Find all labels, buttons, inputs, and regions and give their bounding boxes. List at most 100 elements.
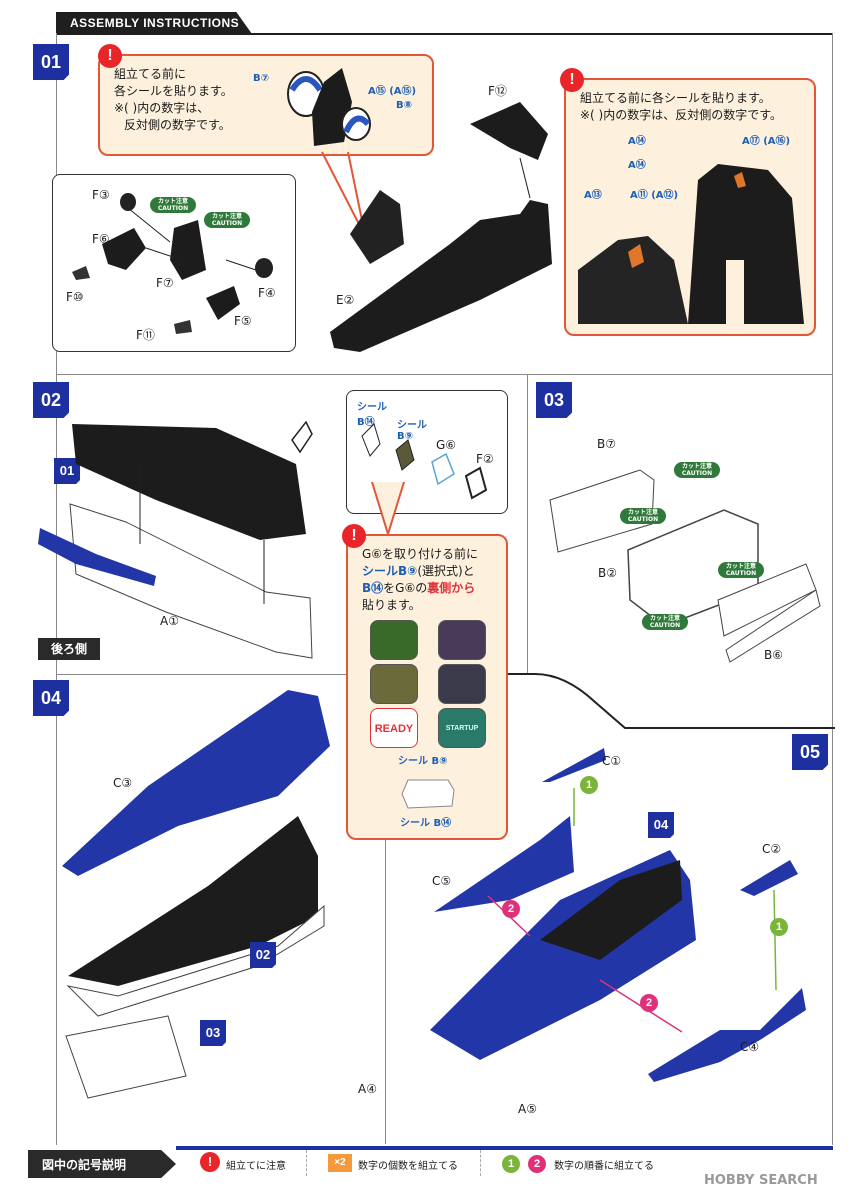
label-a11: A⑪ (A⑫) [630, 190, 679, 201]
step-01-note-left: 組立てる前に 各シールを貼ります。 ※( )内の数字は、 反対側の数字です。 [98, 54, 434, 156]
sticker-ready: READY [370, 708, 418, 748]
label-f12: F⑫ [488, 84, 507, 98]
label-f2: F② [476, 452, 494, 466]
note-02-line1: G⑥を取り付ける前に [362, 547, 479, 561]
label-a14: A⑭ [628, 160, 646, 171]
label-a13: A⑬ [584, 190, 602, 201]
label-a15: A⑮ (A⑮) [368, 86, 417, 97]
seat-parts-illustration [72, 193, 273, 334]
legend-separator-2 [480, 1150, 481, 1176]
divider-row1 [56, 374, 833, 375]
order-1-marker-c2: 1 [770, 918, 788, 936]
note-02-line4: 貼ります。 [362, 598, 421, 612]
label-f10: F⑩ [66, 290, 84, 304]
cockpit-tub-illustration [330, 102, 552, 352]
cockpit-closeup-illustration [578, 140, 808, 324]
label-c1: C① [602, 754, 622, 768]
note-left-line4: 反対側の数字です。 [124, 118, 231, 132]
sticker-b9-3 [370, 664, 418, 704]
note-02-pointer [371, 481, 405, 536]
label-sticker-b9: シール B⑨ [398, 756, 448, 767]
ref-badge-03: 03 [200, 1020, 226, 1046]
ref-badge-02: 02 [250, 942, 276, 968]
step-01-badge: 01 [33, 44, 69, 80]
order-1-marker-c1: 1 [580, 776, 598, 794]
divider-04-05 [385, 674, 386, 1144]
label-b7-03: B⑦ [597, 437, 616, 451]
step-02-badge: 02 [33, 382, 69, 418]
step-02-illustration [38, 424, 313, 659]
label-f7: F⑦ [156, 276, 174, 290]
page-frame [56, 33, 833, 1145]
note-right-line2: ※( )内の数字は、反対側の数字です。 [580, 108, 783, 122]
label-e2: E② [336, 293, 355, 307]
label-b2: B② [598, 566, 617, 580]
sticker-b14-shape [401, 779, 455, 809]
step-05-illustration [430, 748, 806, 1082]
label-a14-top: A⑭ [628, 136, 646, 147]
note-left-line2: 各シールを貼ります。 [114, 84, 233, 98]
step-03-badge: 03 [536, 382, 572, 418]
divider-02-03 [527, 374, 528, 674]
step-05-badge: 05 [792, 734, 828, 770]
label-b8: B⑧ [396, 100, 413, 111]
label-f5: F⑤ [234, 314, 252, 328]
note-02-line2: シールB⑨(選択式)と [362, 564, 475, 578]
legend-item-caution: 組立てに注意 [226, 1161, 286, 1172]
label-a17: A⑰ (A⑯) [742, 136, 791, 147]
header-rule [56, 33, 833, 35]
warning-icon-2: ! [560, 68, 584, 92]
label-f11: F⑪ [136, 328, 155, 342]
watermark: HOBBY SEARCH [704, 1173, 818, 1188]
sticker-b9-1 [370, 620, 418, 660]
legend-warning-icon: ! [200, 1152, 220, 1172]
sticker-startup: STARTUP [438, 708, 486, 748]
note-left-line3: ※( )内の数字は、 [114, 101, 210, 115]
legend-order-2-icon: 2 [528, 1155, 546, 1173]
label-c3: C③ [113, 776, 133, 790]
label-a1: A① [160, 614, 179, 628]
ref-badge-04: 04 [648, 812, 674, 838]
footer-band [176, 1146, 833, 1150]
legend-order-1-icon: 1 [502, 1155, 520, 1173]
sticker-b9-2 [438, 620, 486, 660]
g6-parts-illustration [291, 420, 488, 500]
label-g6: G⑥ [436, 438, 457, 452]
label-f4: F④ [258, 286, 276, 300]
divider-row2-left [56, 674, 356, 675]
step-04-badge: 04 [33, 680, 69, 716]
label-b7: B⑦ [253, 73, 270, 84]
label-c5: C⑤ [432, 874, 452, 888]
cockpit-sticker-illustration [287, 68, 371, 146]
legend-title: 図中の記号説明 [28, 1150, 176, 1178]
note-02-line3: B⑭をG⑥の裏側から [362, 581, 476, 595]
rear-side-label: 後ろ側 [38, 638, 100, 660]
note-left-pointer [321, 151, 365, 231]
note-left-line1: 組立てる前に [114, 67, 187, 81]
warning-icon: ! [98, 44, 122, 68]
step-03-illustration [549, 469, 821, 663]
label-c4: C④ [740, 1040, 760, 1054]
sticker-b9-4 [438, 664, 486, 704]
warning-icon-3: ! [342, 524, 366, 548]
label-a4: A④ [358, 1082, 377, 1096]
order-2-marker-c5: 2 [502, 900, 520, 918]
legend-item-quantity: 数字の個数を組立てる [358, 1161, 458, 1172]
note-right-line1: 組立てる前に各シールを貼ります。 [580, 91, 771, 105]
ref-badge-01: 01 [54, 458, 80, 484]
label-b6: B⑥ [764, 648, 783, 662]
header-title: ASSEMBLY INSTRUCTIONS [56, 12, 252, 34]
label-f3: F③ [92, 188, 110, 202]
label-f6: F⑥ [92, 232, 110, 246]
legend-quantity-icon: ×2 [328, 1154, 352, 1172]
label-a5: A⑤ [518, 1102, 537, 1116]
label-sticker-b14: シール B⑭ [400, 818, 452, 829]
legend-item-order: 数字の順番に組立てる [554, 1161, 654, 1172]
